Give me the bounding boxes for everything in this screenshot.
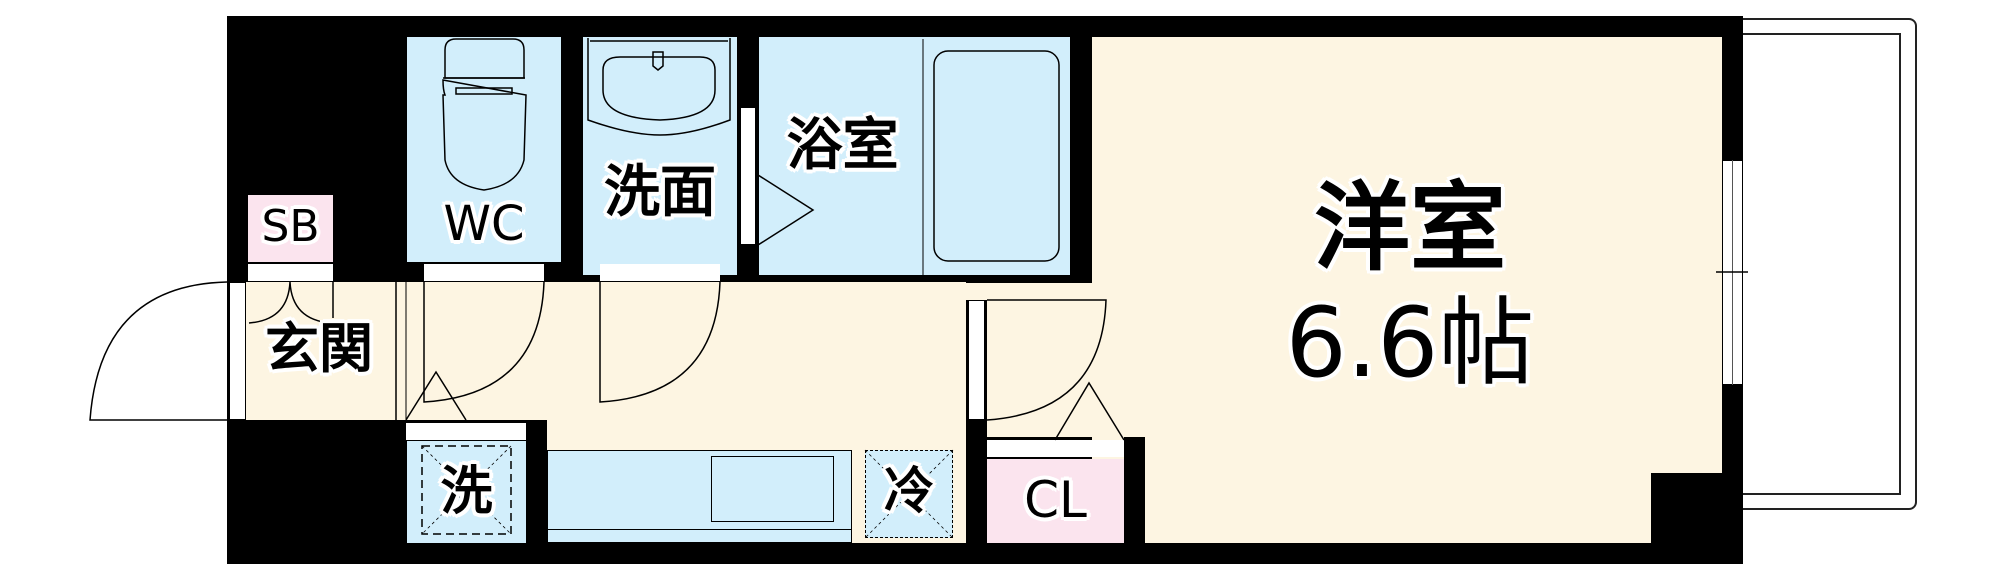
washroom-door-swing-icon xyxy=(599,281,721,403)
entrance-door-jamb xyxy=(229,282,246,420)
balcony-inner xyxy=(1740,33,1901,495)
toilet-door-swing-icon xyxy=(423,281,545,403)
room-door-jamb xyxy=(968,300,985,420)
closet-side-wall xyxy=(1124,437,1145,564)
washer-door-strip xyxy=(406,423,526,440)
washroom-door-strip xyxy=(600,264,720,281)
washer-label: 洗 xyxy=(440,462,493,522)
counter-edge-line xyxy=(547,529,852,530)
kitchen-sink xyxy=(711,456,834,522)
toilet-room[interactable] xyxy=(407,37,561,262)
kitchen-counter[interactable] xyxy=(547,450,852,543)
closet-door-icon xyxy=(1054,381,1125,441)
toilet-icon xyxy=(442,38,527,191)
bathroom-label: 浴室 xyxy=(786,113,899,178)
entry-door-swing-icon xyxy=(89,281,228,421)
shoe-box-door-icon xyxy=(248,281,332,324)
shoe-box-label: SB xyxy=(261,201,320,252)
closet-label: CL xyxy=(1024,471,1087,529)
closet[interactable] xyxy=(987,459,1124,543)
western-room-label: 洋室 xyxy=(1314,172,1506,284)
bathtub-icon xyxy=(933,50,1060,262)
washroom-label: 洗面 xyxy=(604,160,716,225)
closet-door-strip xyxy=(987,440,1124,457)
bathroom[interactable] xyxy=(759,37,1070,275)
western-room-size: 6.6帖 xyxy=(1285,287,1535,399)
washer-space[interactable] xyxy=(407,441,526,543)
wash-basin-icon xyxy=(587,38,731,136)
entrance-floor[interactable] xyxy=(246,282,396,420)
shoe-box[interactable] xyxy=(248,195,333,262)
toilet-label: WC xyxy=(443,196,525,252)
washroom[interactable] xyxy=(583,37,737,275)
toilet-door-strip xyxy=(424,264,544,281)
washer-pan-icon xyxy=(421,445,512,535)
fridge-label: 冷 xyxy=(884,462,934,520)
pillar xyxy=(1651,473,1722,543)
fridge-cross-icon xyxy=(864,449,954,539)
room-door-swing-icon xyxy=(986,299,1107,421)
hall-connector xyxy=(966,283,987,300)
entrance-label: 玄関 xyxy=(265,317,373,380)
western-room[interactable] xyxy=(1092,37,1722,543)
bathroom-folding-door xyxy=(740,107,756,245)
washer-door-icon xyxy=(405,370,467,421)
hall-to-room-floor xyxy=(987,283,1092,437)
folding-door-icon xyxy=(757,174,815,246)
hallway-floor xyxy=(396,282,966,420)
shoe-box-door xyxy=(248,264,333,281)
